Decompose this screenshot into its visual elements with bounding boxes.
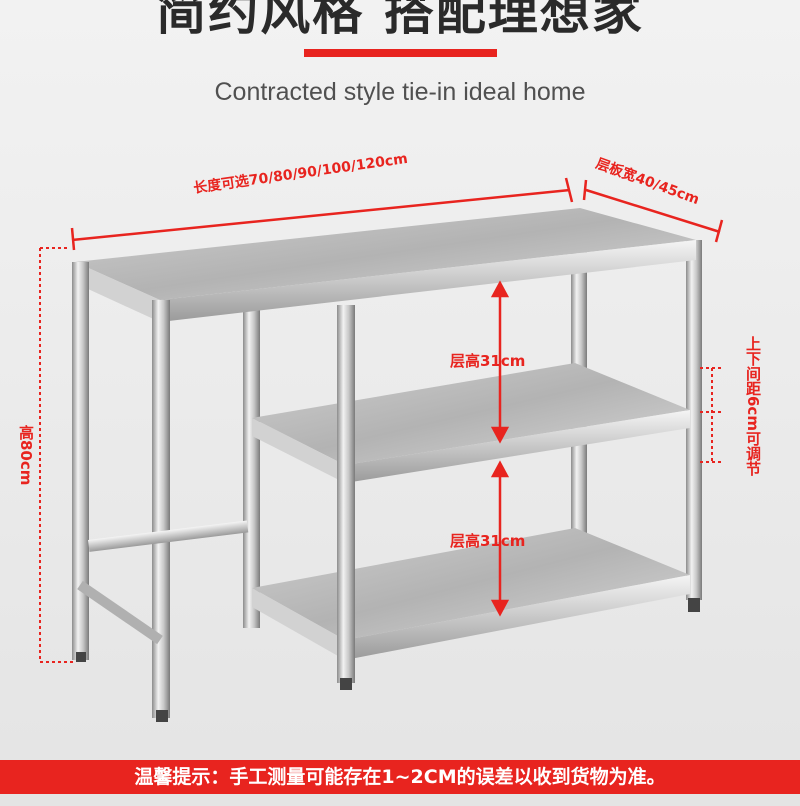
leg-right-rear	[686, 240, 702, 600]
adjust-bracket	[700, 367, 724, 463]
layer-arrow-top	[490, 280, 510, 444]
foot	[340, 678, 352, 690]
height-label: 高80cm	[17, 425, 35, 486]
shelf-illustration	[39, 177, 724, 722]
leg-front-left-b	[152, 300, 170, 718]
layer-arrow-bottom	[490, 460, 510, 617]
length-dimension-line	[71, 188, 571, 242]
length-tick-right	[564, 177, 574, 203]
leg-front-left-a	[72, 262, 89, 660]
foot	[76, 652, 86, 662]
width-tick-left	[582, 179, 588, 201]
crossbar-diagonal	[77, 580, 163, 645]
middle-shelf-side	[252, 418, 345, 483]
top-shelf-front	[160, 240, 696, 322]
leg-back-left	[243, 310, 260, 628]
top-shelf	[75, 208, 696, 300]
bottom-shelf-side	[252, 588, 345, 660]
crossbar-side	[88, 520, 249, 552]
length-tick-left	[70, 227, 76, 251]
layer-height-bottom-label: 层高31cm	[450, 532, 526, 550]
width-dimension-line	[585, 188, 721, 234]
top-shelf-edge	[75, 262, 160, 322]
adjust-spacing-label: 上下间距6cm可调节	[744, 336, 762, 476]
leg-front-mid	[337, 305, 355, 683]
middle-shelf-front	[345, 410, 690, 483]
width-tick-right	[714, 219, 724, 243]
foot	[688, 598, 700, 612]
title-underline	[304, 49, 497, 57]
bottom-shelf	[252, 528, 690, 640]
middle-shelf	[252, 363, 690, 465]
layer-height-top-label: 层高31cm	[450, 352, 526, 370]
headline: 简约风格 搭配理想家	[156, 0, 644, 41]
foot	[156, 710, 168, 722]
measurement-notice: 温馨提示：手工测量可能存在1~2CM的误差以收到货物为准。	[0, 760, 800, 794]
bottom-shelf-front	[345, 575, 690, 660]
subtitle: Contracted style tie-in ideal home	[214, 78, 586, 106]
